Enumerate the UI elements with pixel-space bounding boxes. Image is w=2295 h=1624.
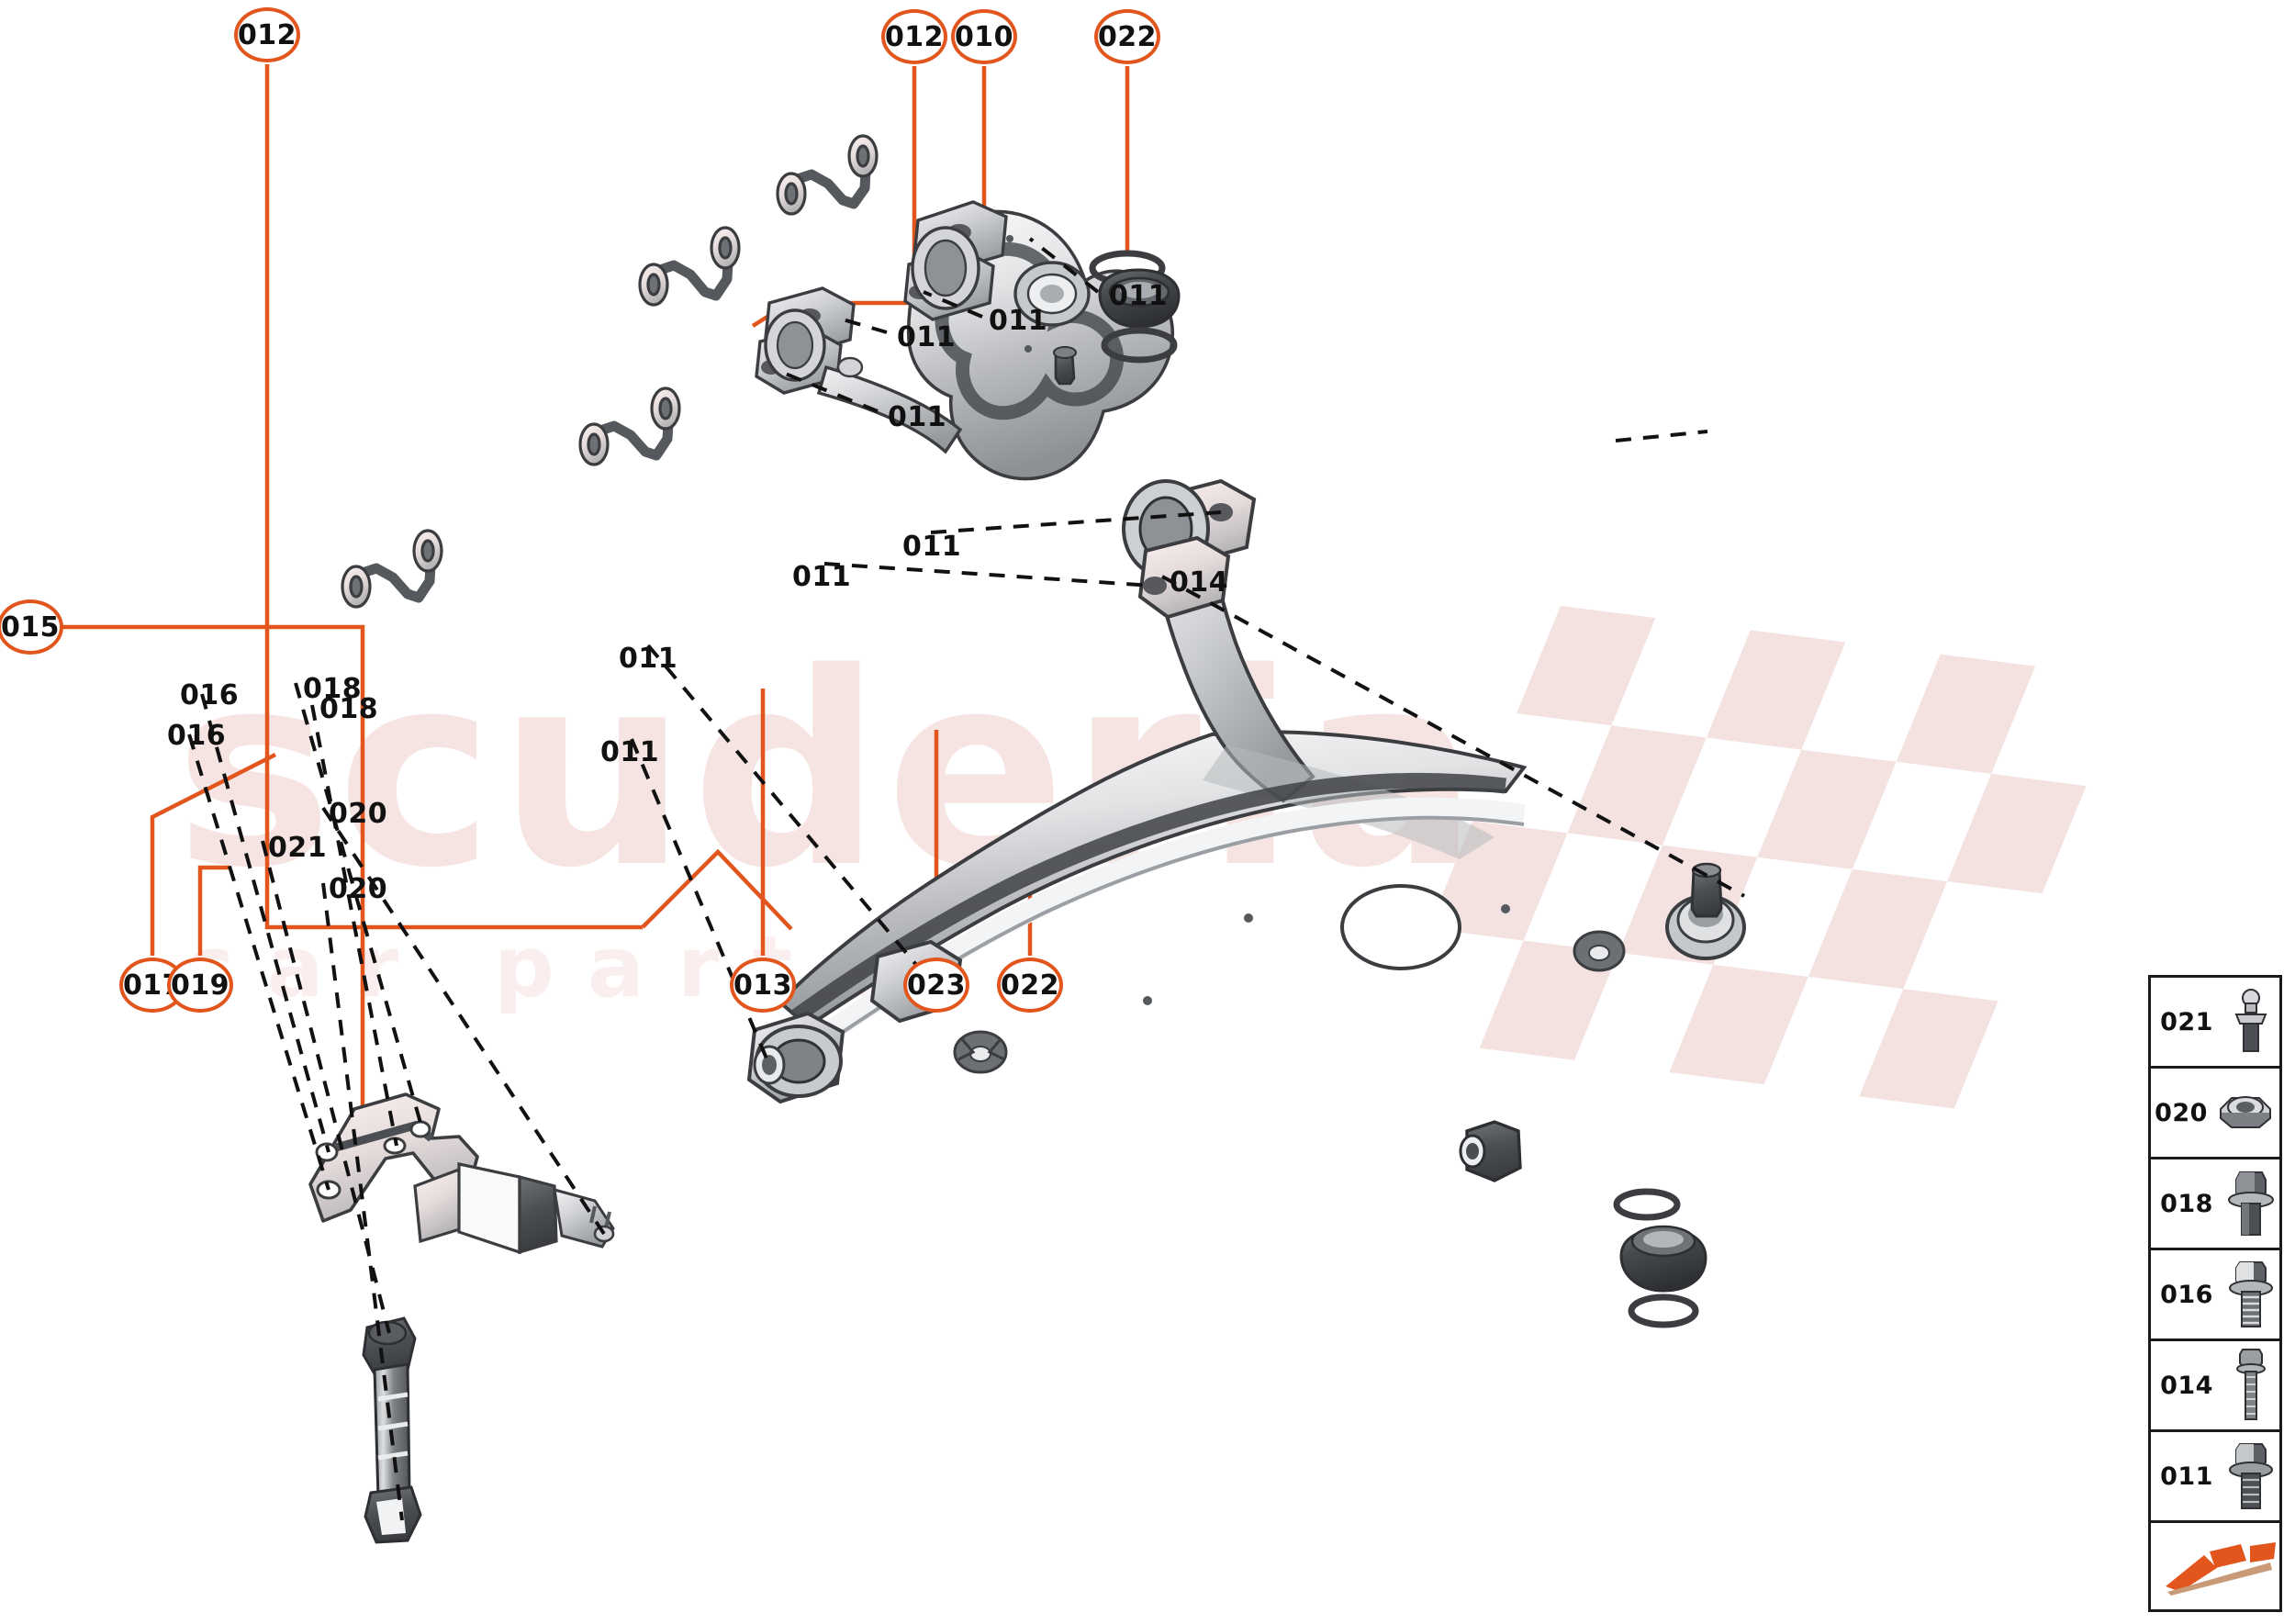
callout-bubble[interactable]: 015 xyxy=(0,599,63,655)
dashed-leaders-short xyxy=(1615,430,1708,442)
part-number-label: 016 xyxy=(167,720,227,752)
part-number-label: 018 xyxy=(303,673,363,705)
scuderia-arrow-logo-icon xyxy=(2162,1540,2279,1597)
checkered-flag-watermark xyxy=(1428,606,2087,1109)
sensor-017 xyxy=(413,1162,615,1255)
part-number-label: 011 xyxy=(897,321,957,353)
legend-row[interactable] xyxy=(2151,1523,2279,1614)
upper-control-arm-secondary xyxy=(755,286,963,454)
flange-bolt-icon xyxy=(2222,1439,2279,1514)
flange-nut-icon xyxy=(2211,1089,2279,1137)
callout-bubble[interactable]: 022 xyxy=(997,958,1063,1013)
parts-legend-box: 021 020 018 xyxy=(2148,975,2282,1612)
boot-kit-022-top xyxy=(1089,250,1181,364)
bushing-023 xyxy=(1459,1120,1522,1182)
callout-bubble[interactable]: 019 xyxy=(167,958,233,1013)
part-number-label: 011 xyxy=(1109,280,1169,312)
legend-number: 011 xyxy=(2160,1462,2213,1491)
callout-label: 012 xyxy=(884,20,945,53)
callout-bubble[interactable]: 022 xyxy=(1094,9,1160,64)
part-number-label: 014 xyxy=(1170,566,1229,599)
scuderia-watermark: scuderia car parts xyxy=(174,617,1479,1016)
legend-number: 018 xyxy=(2160,1189,2213,1218)
dashed-leaders xyxy=(187,237,1745,1521)
callout-bubble[interactable]: 012 xyxy=(881,9,947,64)
leader-lines xyxy=(62,64,1130,1111)
callout-label: 010 xyxy=(954,20,1014,53)
callout-label: 023 xyxy=(906,969,967,1002)
part-number-label: 020 xyxy=(329,798,388,830)
part-number-label: 021 xyxy=(268,832,328,864)
legend-row[interactable]: 014 xyxy=(2151,1341,2279,1432)
callout-bubble[interactable]: 023 xyxy=(903,958,969,1013)
callout-label: 013 xyxy=(733,969,793,1002)
flange-bolt-short-icon xyxy=(2222,1167,2279,1240)
legend-number: 021 xyxy=(2160,1007,2213,1036)
legend-row[interactable]: 018 xyxy=(2151,1159,2279,1250)
part-number-label: 020 xyxy=(329,873,388,905)
part-number-label: 011 xyxy=(888,401,947,433)
bracket-012-group xyxy=(341,134,879,609)
flange-bolt-threaded-icon xyxy=(2222,1257,2279,1332)
part-number-label: 018 xyxy=(319,693,379,725)
ball-stud-bolt-icon xyxy=(2222,987,2279,1057)
callout-label: 012 xyxy=(237,18,297,51)
part-number-label: 011 xyxy=(902,531,962,563)
legend-number: 016 xyxy=(2160,1280,2213,1309)
boot-kit-022-bottom xyxy=(1613,1188,1707,1328)
part-number-label: 016 xyxy=(180,679,240,711)
legend-row[interactable]: 011 xyxy=(2151,1432,2279,1523)
legend-row[interactable]: 016 xyxy=(2151,1250,2279,1341)
callout-label: 022 xyxy=(1000,969,1060,1002)
legend-row[interactable]: 021 xyxy=(2151,978,2279,1069)
long-thin-bolt-icon xyxy=(2222,1346,2279,1425)
legend-row[interactable]: 020 xyxy=(2151,1069,2279,1159)
callout-bubble[interactable]: 013 xyxy=(730,958,796,1013)
callout-bubble[interactable]: 010 xyxy=(951,9,1017,64)
link-019 xyxy=(362,1316,422,1544)
legend-number: 020 xyxy=(2155,1098,2208,1127)
part-number-label: 011 xyxy=(792,561,852,593)
callout-label: 022 xyxy=(1097,20,1158,53)
part-number-label: 011 xyxy=(989,305,1048,337)
callout-label: 015 xyxy=(0,610,61,644)
callout-label: 019 xyxy=(170,969,230,1002)
callout-bubble[interactable]: 012 xyxy=(234,7,300,62)
part-number-label: 011 xyxy=(619,643,678,675)
legend-number: 014 xyxy=(2160,1371,2213,1400)
part-number-label: 011 xyxy=(600,736,660,768)
